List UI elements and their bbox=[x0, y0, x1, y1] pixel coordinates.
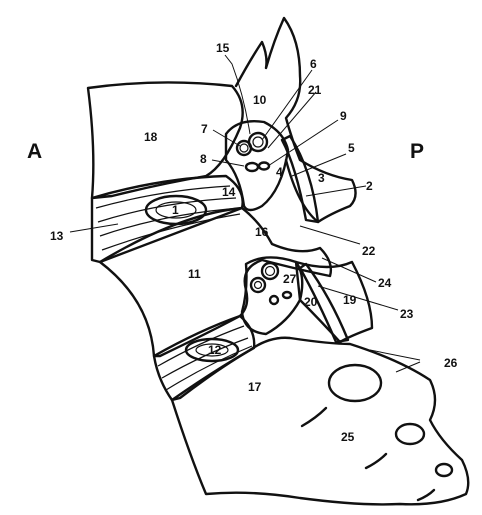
label-12: 12 bbox=[208, 343, 222, 357]
lower-ganglion bbox=[249, 276, 267, 294]
spinal-nerve-inner bbox=[252, 136, 264, 148]
sacral-ridge-1 bbox=[300, 406, 328, 428]
lower-intervertebral-disc bbox=[152, 314, 256, 402]
lower-nerve-root-inner bbox=[264, 265, 276, 277]
lower-nucleus-pulposus bbox=[184, 337, 240, 363]
radicular-vessel-a bbox=[244, 161, 260, 173]
spinal-nerve-circle bbox=[247, 131, 269, 153]
label-22: 22 bbox=[362, 244, 376, 258]
label-17: 17 bbox=[248, 380, 262, 394]
label-25: 25 bbox=[341, 430, 355, 444]
leader-lines bbox=[69, 54, 421, 373]
posterior-marker: P bbox=[410, 140, 424, 163]
lower-vessel bbox=[281, 290, 293, 300]
sacral-ridge-2 bbox=[364, 452, 388, 470]
sacrum bbox=[170, 336, 470, 506]
sacral-foramen-1 bbox=[327, 363, 383, 403]
lower-nerve-root bbox=[260, 261, 280, 281]
upper-intervertebral-disc bbox=[90, 174, 244, 264]
label-16: 16 bbox=[255, 225, 269, 239]
label-9: 9 bbox=[340, 109, 347, 123]
label-27: 27 bbox=[283, 272, 297, 286]
upper-neural-foramen bbox=[224, 120, 290, 212]
label-8: 8 bbox=[200, 152, 207, 166]
label-15: 15 bbox=[216, 41, 230, 55]
upper-ligamentum-flavum bbox=[280, 134, 320, 224]
sacral-foramen-2 bbox=[394, 422, 426, 446]
label-4: 4 bbox=[276, 165, 283, 179]
lower-artery bbox=[268, 294, 280, 306]
label-11: 11 bbox=[188, 267, 201, 281]
label-1: 1 bbox=[172, 203, 179, 217]
lower-nucleus-inner-ring bbox=[195, 343, 229, 357]
lower-ligamentum-flavum bbox=[298, 262, 350, 344]
lower-disc-lamellae bbox=[157, 325, 253, 391]
sacral-foramen-3 bbox=[434, 462, 454, 478]
label-10: 10 bbox=[253, 93, 267, 107]
label-2: 2 bbox=[366, 179, 373, 193]
label-14: 14 bbox=[222, 185, 236, 199]
label-3: 3 bbox=[318, 171, 325, 185]
upper-nucleus-inner-ring bbox=[155, 201, 197, 219]
dorsal-root-ganglion-inner bbox=[239, 143, 249, 153]
label-21: 21 bbox=[308, 83, 322, 97]
sacral-ridge-3 bbox=[416, 488, 436, 502]
label-24: 24 bbox=[378, 276, 392, 290]
upper-superior-process bbox=[234, 16, 357, 224]
label-26: 26 bbox=[444, 356, 458, 370]
upper-disc-lamellae bbox=[95, 185, 241, 251]
label-6: 6 bbox=[310, 57, 317, 71]
lower-neural-foramen bbox=[240, 256, 304, 336]
label-7: 7 bbox=[201, 122, 208, 136]
label-23: 23 bbox=[400, 307, 414, 321]
label-19: 19 bbox=[343, 293, 357, 307]
middle-vertebral-body bbox=[98, 206, 333, 358]
label-13: 13 bbox=[50, 229, 64, 243]
upper-nucleus-pulposus bbox=[144, 194, 208, 226]
label-5: 5 bbox=[348, 141, 355, 155]
anterior-marker: A bbox=[27, 140, 42, 163]
label-18: 18 bbox=[144, 130, 158, 144]
label-20: 20 bbox=[304, 295, 318, 309]
radicular-vessel-b bbox=[257, 161, 271, 171]
lower-ganglion-inner bbox=[253, 280, 263, 290]
